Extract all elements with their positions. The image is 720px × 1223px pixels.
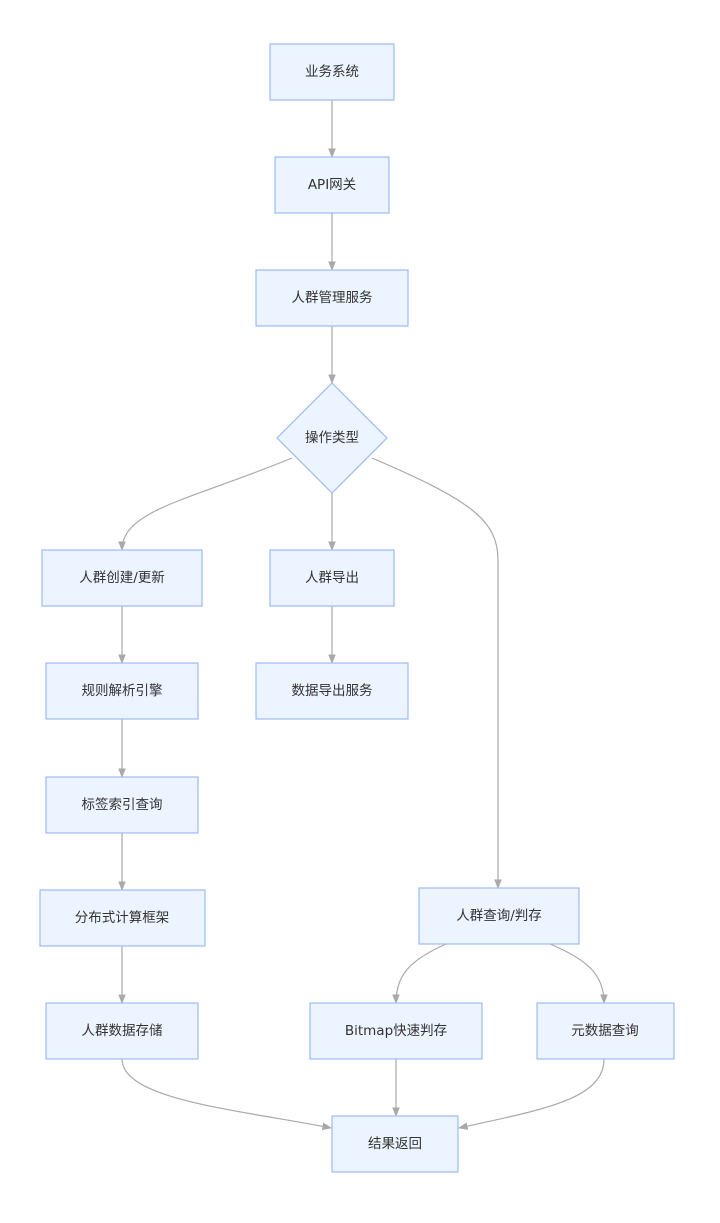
node-label: 分布式计算框架 [75,910,170,926]
node-label: 人群数据存储 [82,1023,163,1039]
node-label: 业务系统 [305,64,359,80]
node-distributed-compute: 分布式计算框架 [39,889,206,947]
edges [118,100,608,1131]
node-crowd-data-storage: 人群数据存储 [45,1002,199,1060]
node-label: 结果返回 [368,1136,422,1152]
node-label: 人群导出 [305,570,359,586]
edge-operation-to-create [118,457,293,551]
node-api-gateway: API网关 [274,156,390,214]
node-bitmap-fast-judge: Bitmap快速判存 [309,1002,483,1060]
node-label: 人群创建/更新 [79,570,165,586]
node-operation-type-decision: 操作类型 [276,382,388,494]
node-label: API网关 [308,177,356,193]
node-label: Bitmap快速判存 [345,1023,447,1039]
node-crowd-export: 人群导出 [269,549,395,607]
node-label: 规则解析引擎 [82,683,163,699]
edge-operation-to-query [371,457,502,889]
node-rule-parse-engine: 规则解析引擎 [45,662,199,720]
node-crowd-query-judge: 人群查询/判存 [418,887,580,945]
node-result-return: 结果返回 [331,1115,459,1173]
node-crowd-create-update: 人群创建/更新 [41,549,203,607]
edge-query-to-metadata [549,943,608,1004]
node-crowd-mgmt-service: 人群管理服务 [255,269,409,327]
node-metadata-query: 元数据查询 [536,1002,675,1060]
node-label: 数据导出服务 [292,683,373,699]
node-label: 元数据查询 [571,1023,639,1039]
edge-storage-to-result [121,1058,332,1131]
node-label: 标签索引查询 [82,796,163,813]
node-business-system: 业务系统 [269,43,395,101]
node-label: 人群查询/判存 [456,908,542,924]
node-label: 人群管理服务 [292,290,373,306]
node-data-export-service: 数据导出服务 [255,662,409,720]
node-tag-index-query: 标签索引查询 [45,776,199,834]
node-label: 操作类型 [305,430,359,446]
edge-query-to-bitmap [392,943,447,1004]
edge-metadata-to-result [458,1058,605,1130]
